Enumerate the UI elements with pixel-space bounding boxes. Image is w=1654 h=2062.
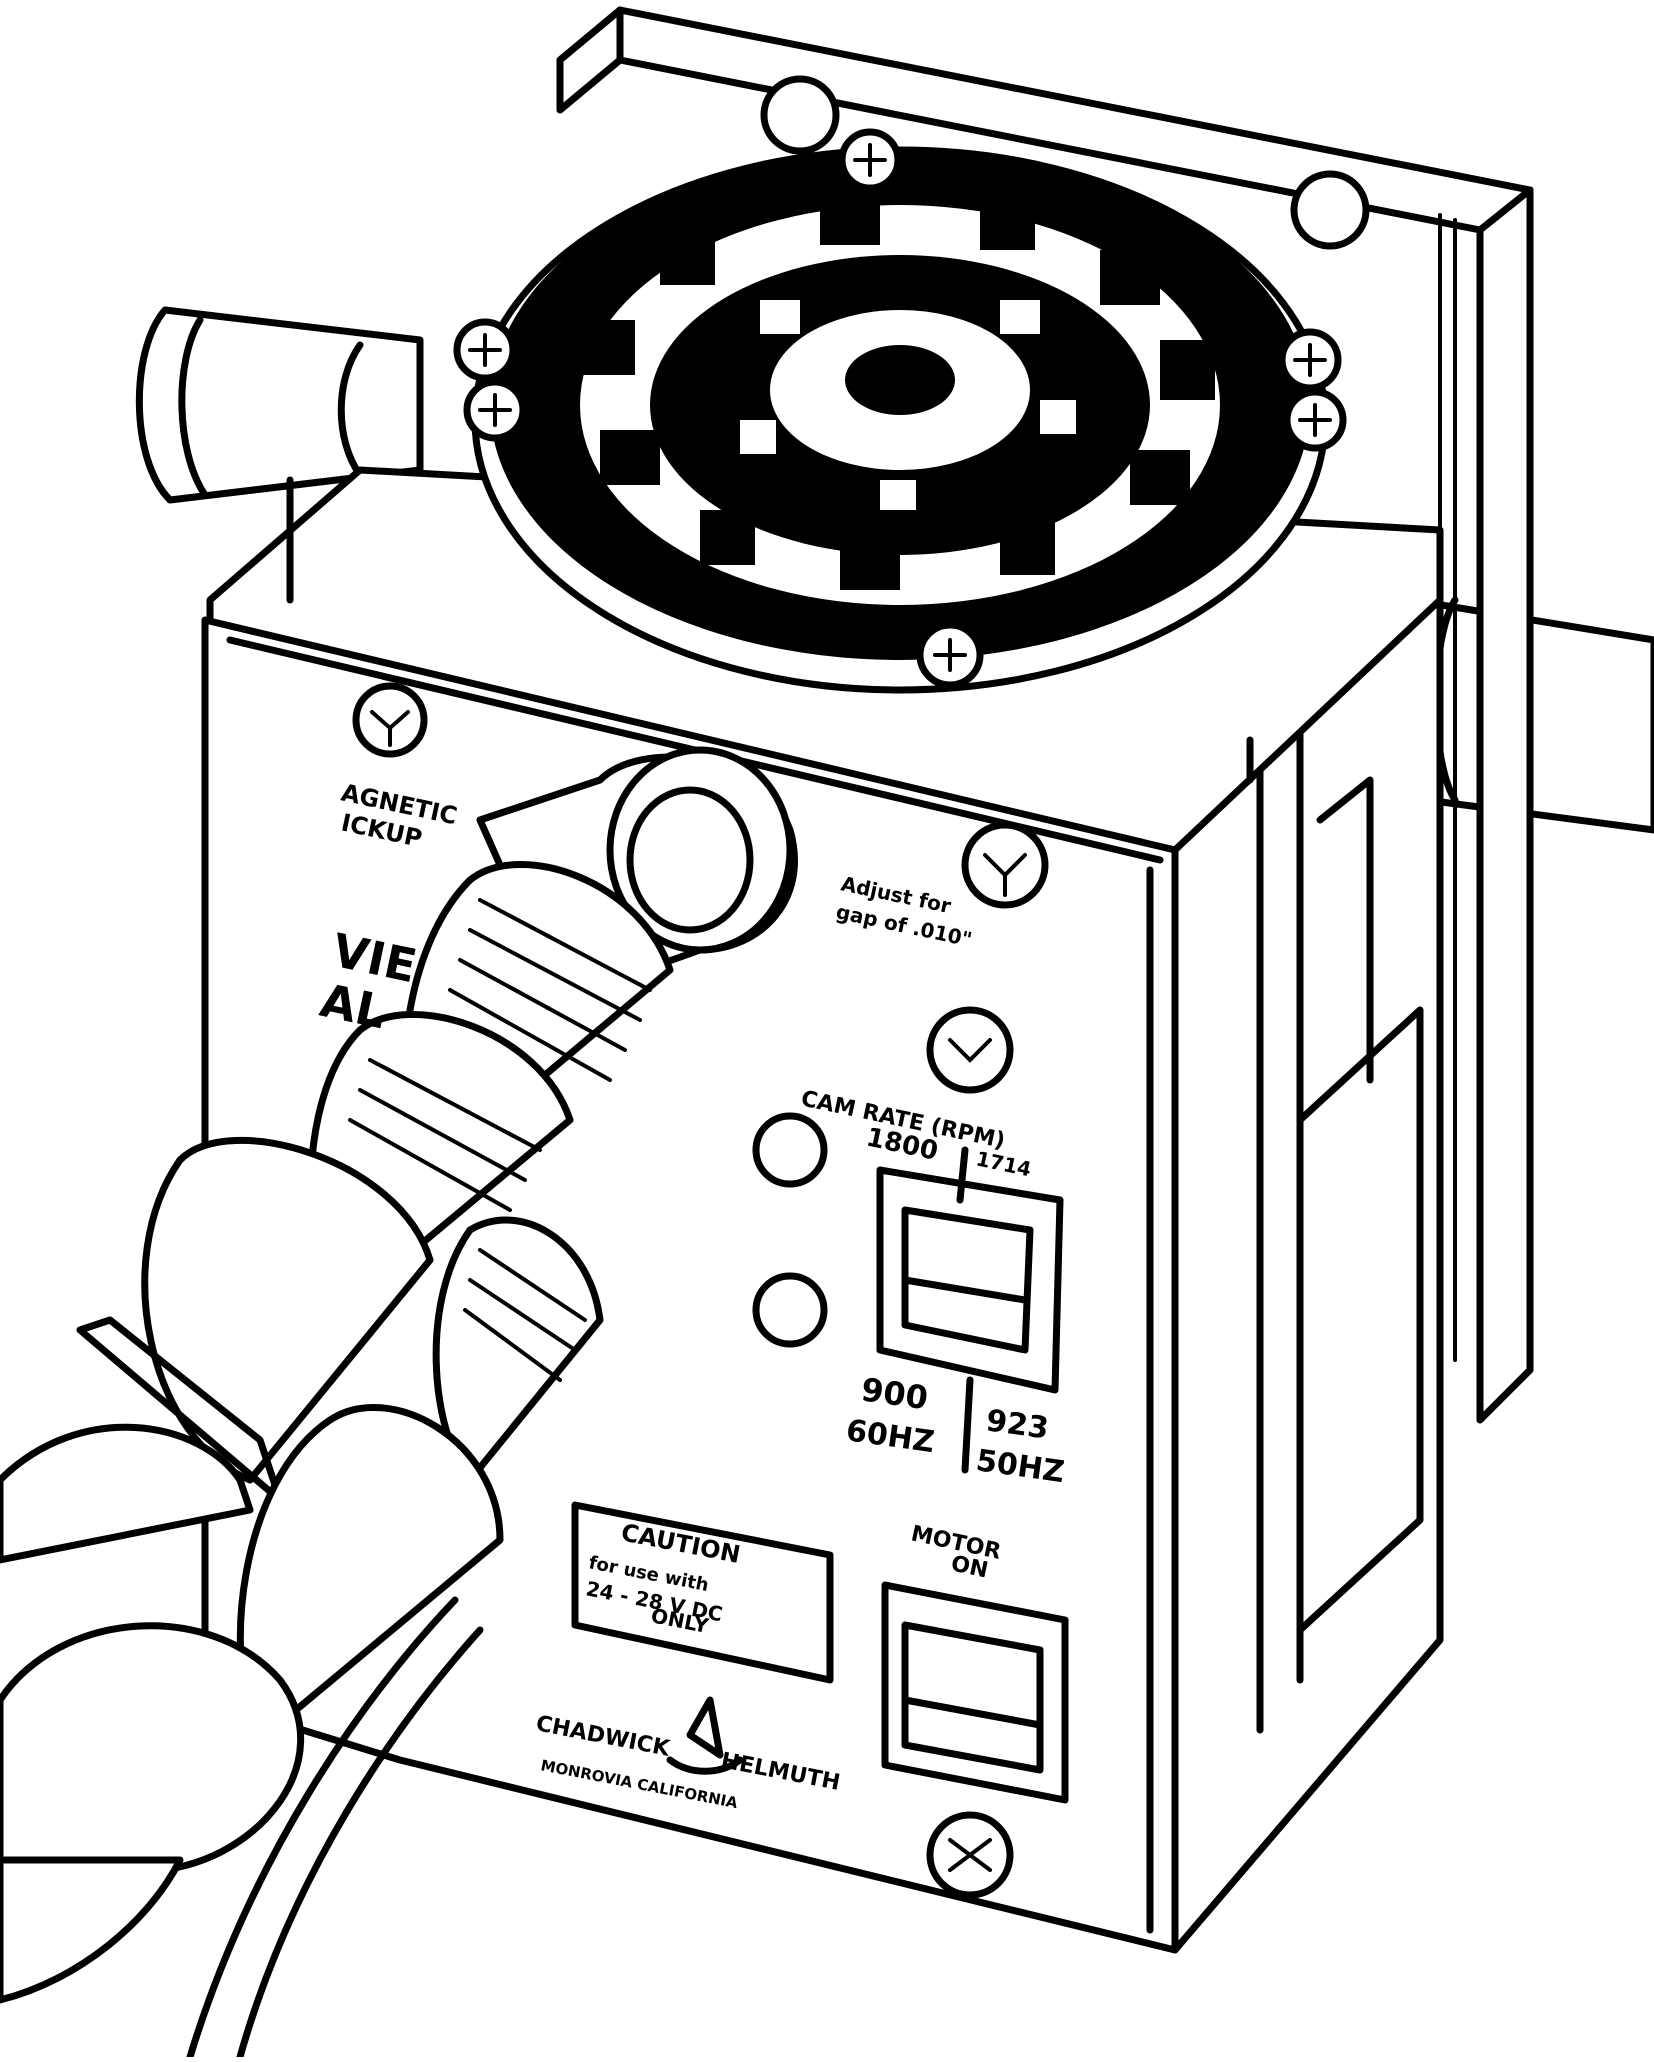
partial-label-al: AL xyxy=(316,973,391,1039)
timing-cam-disc xyxy=(453,75,1370,694)
left-shaft xyxy=(135,306,424,504)
rate-900-label: 900 xyxy=(859,1370,930,1417)
front-panel-screws xyxy=(352,682,1049,1899)
motor-switch xyxy=(881,1581,1069,1804)
rate-923-label: 923 xyxy=(984,1403,1051,1446)
mounting-bracket xyxy=(556,6,1534,1424)
brand-logo xyxy=(666,1696,744,1775)
cam-rate-switch xyxy=(876,1146,1064,1474)
caution-plate xyxy=(571,1501,834,1684)
circular-connector-lower xyxy=(0,1216,604,2061)
right-side-panel xyxy=(1171,556,1444,1954)
circular-connector-upper xyxy=(0,746,798,1564)
